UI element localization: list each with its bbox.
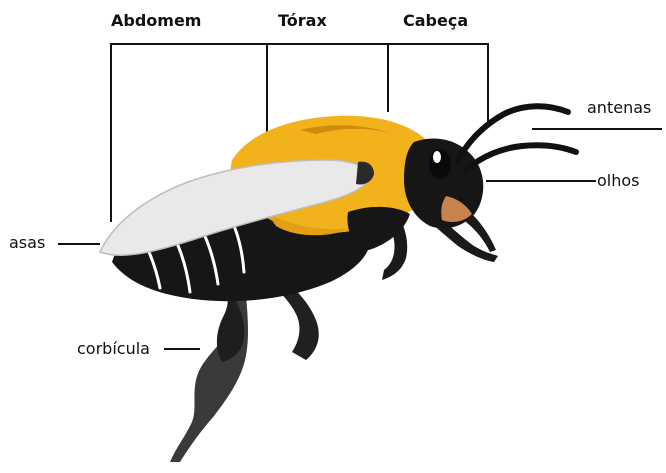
- thorax-header: Tórax: [278, 11, 327, 30]
- head-header: Cabeça: [403, 11, 468, 30]
- antennae-label: antenas: [587, 98, 651, 117]
- antenna: [458, 106, 568, 160]
- wings-label: asas: [9, 233, 45, 252]
- antenna: [466, 145, 576, 170]
- eye-highlight: [433, 151, 441, 163]
- eyes-label: olhos: [597, 171, 640, 190]
- bee-antennae: [458, 106, 576, 170]
- pollen-basket-label: corbícula: [77, 339, 150, 358]
- abdomen-header: Abdomem: [111, 11, 201, 30]
